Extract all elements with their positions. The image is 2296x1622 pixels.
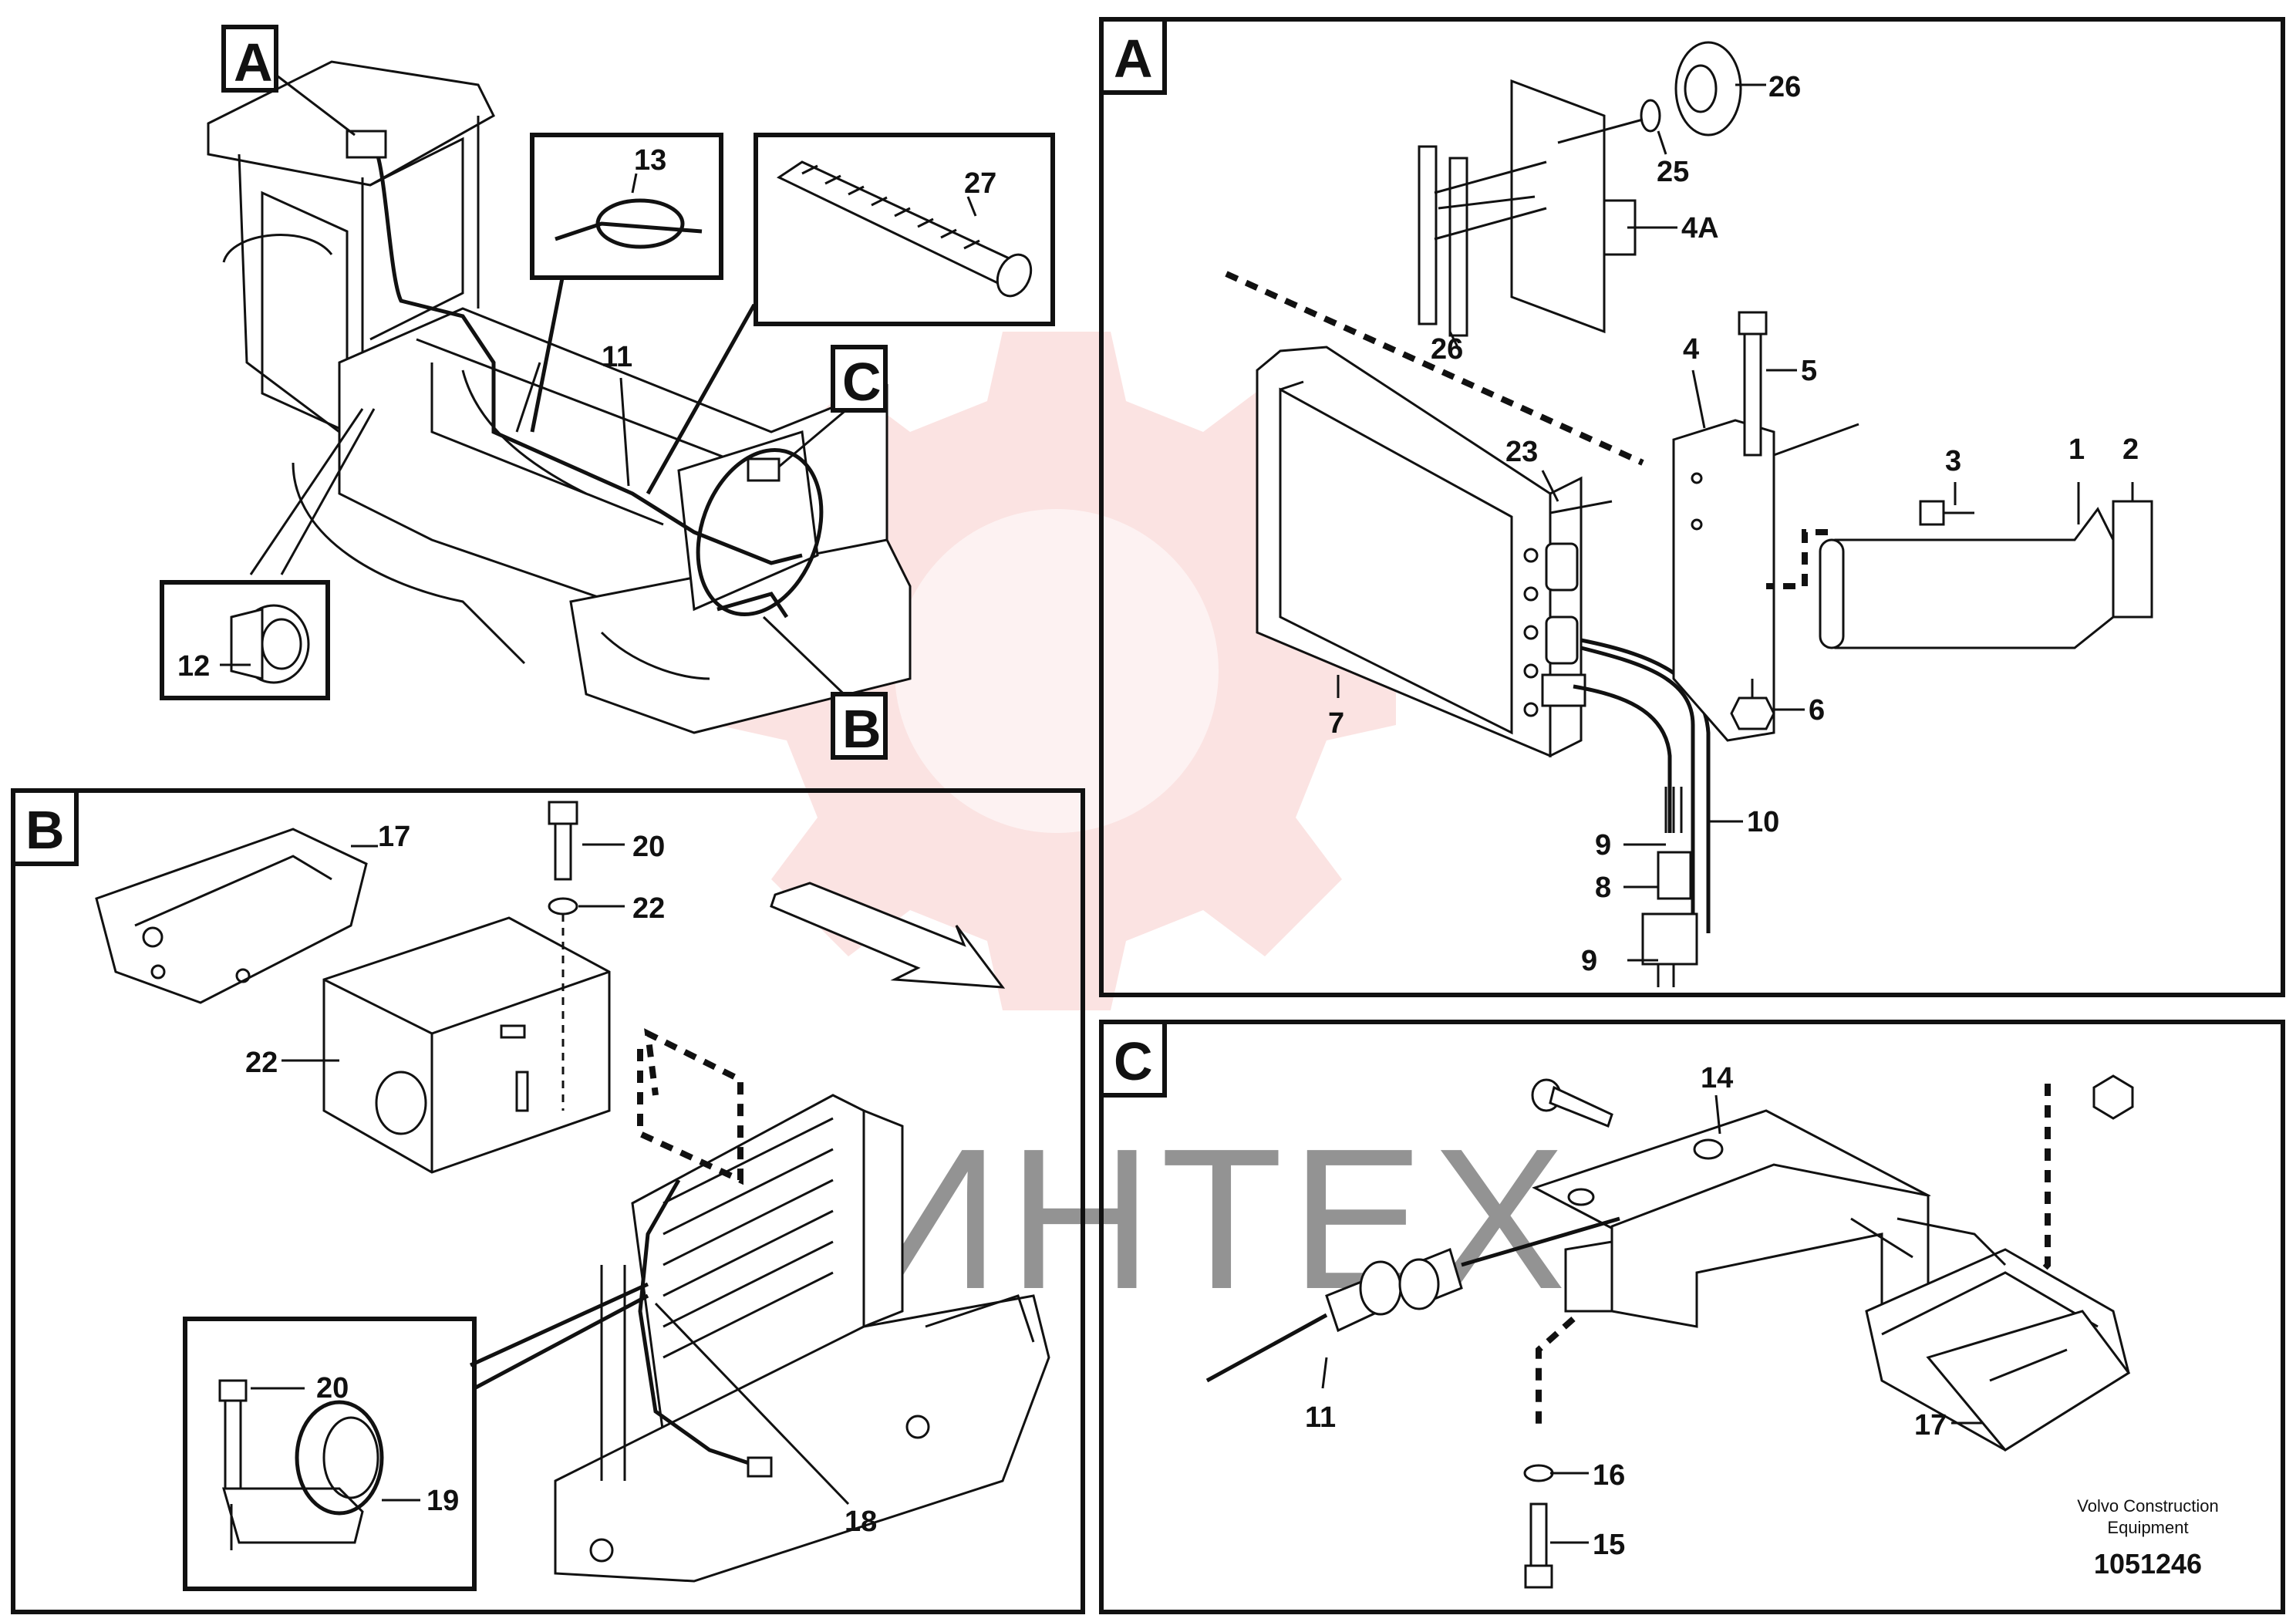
callout-17-panel-b: 17 <box>378 821 410 853</box>
machine-cab <box>207 60 495 463</box>
callout-4a: 4A <box>1681 212 1719 244</box>
screw-3 <box>1919 500 1974 526</box>
radiator-guard <box>677 430 824 617</box>
direction-arrow <box>770 882 1006 989</box>
callout-22: 22 <box>245 1047 278 1079</box>
panel-c-label-box <box>1099 1020 1167 1098</box>
nut-6 <box>1730 696 1775 730</box>
washer-16 <box>1523 1464 1554 1482</box>
bolt-20-detail <box>218 1379 248 1490</box>
bracket-14 <box>1532 1109 1931 1344</box>
overview-marker-a <box>346 130 387 159</box>
callout-11-overview: 11 <box>602 341 632 373</box>
radiator-frame <box>554 1094 1050 1583</box>
view-label-a: A <box>234 32 273 93</box>
connector-housing <box>1657 851 1692 900</box>
callout-20-detail: 20 <box>316 1372 349 1404</box>
credit-line-1: Volvo Construction <box>2077 1496 2218 1516</box>
panel-a-label-box <box>1099 17 1167 95</box>
mounting-bracket <box>1672 419 1775 742</box>
bolt-20 <box>548 801 578 881</box>
rubber-pad <box>2112 500 2153 619</box>
callout-3: 3 <box>1945 445 1961 477</box>
cable-connector-11 <box>1205 1216 1620 1383</box>
panel-b-illustration: 17 20 22 22 20 19 18 <box>95 801 1050 1591</box>
document-number: 1051246 <box>2094 1548 2202 1580</box>
support-arm <box>1834 507 2115 649</box>
panel-b-label: B <box>25 800 65 860</box>
knob-25 <box>1674 41 1742 137</box>
view-label-b: B <box>842 699 882 759</box>
panel-c-label: C <box>1114 1031 1153 1091</box>
callout-15: 15 <box>1593 1529 1625 1561</box>
callout-21: 22 <box>632 892 665 925</box>
cover-22 <box>322 916 611 1174</box>
credit-line-2: Equipment <box>2107 1518 2188 1537</box>
panel-b-label-box <box>11 788 79 866</box>
cable-tie <box>555 173 703 249</box>
callout-16: 16 <box>1593 1459 1625 1492</box>
callout-8: 8 <box>1595 872 1611 904</box>
sensor-17-panel-c <box>1865 1248 2131 1452</box>
tape-strip-1 <box>1418 145 1438 325</box>
callout-2: 2 <box>2122 433 2139 466</box>
nut-top <box>2092 1074 2134 1120</box>
washer-21 <box>548 897 578 916</box>
panel-a-label: A <box>1114 29 1153 89</box>
overview-marker-b <box>716 592 789 619</box>
watermark-text: ИНТЕХ <box>856 1108 1573 1331</box>
bolt-5 <box>1738 311 1768 457</box>
callout-24: 25 <box>1657 156 1689 188</box>
washer-24 <box>1640 99 1661 133</box>
cable-tie-detail-box <box>530 133 723 280</box>
tape-strip-2 <box>1448 157 1468 337</box>
callout-26: 26 <box>1431 333 1463 366</box>
visor-plate <box>1510 79 1606 334</box>
panel-b-frame <box>11 788 1085 1614</box>
callout-17-panel-c: 17 <box>1914 1409 1947 1442</box>
display-unit <box>1256 346 1586 758</box>
overview-marker-c <box>747 457 781 482</box>
callout-19: 19 <box>426 1485 459 1517</box>
callout-4: 4 <box>1683 333 1699 366</box>
callout-6: 6 <box>1809 694 1825 727</box>
harness-route <box>372 145 803 565</box>
view-label-c-box <box>831 345 888 413</box>
panel-c-frame <box>1099 1020 2285 1614</box>
callout-7: 7 <box>1328 707 1344 740</box>
sensor-17 <box>95 828 368 1004</box>
relay <box>1641 912 1698 966</box>
overview-illustration: A C B 13 27 11 12 <box>160 25 1055 760</box>
view-label-c: C <box>842 352 882 412</box>
panel-a-frame <box>1099 17 2285 997</box>
callout-14: 14 <box>1701 1062 1733 1094</box>
callout-1: 1 <box>2068 433 2085 466</box>
bolt-15 <box>1524 1502 1553 1589</box>
panel-a-illustration: 26 25 4A 26 4 5 23 3 1 2 7 6 10 9 8 9 <box>1225 41 2153 987</box>
callout-13: 13 <box>634 144 666 177</box>
callout-5: 5 <box>1801 355 1817 387</box>
callout-11-panel-a: 10 <box>1747 806 1779 838</box>
callout-10: 9 <box>1581 945 1597 977</box>
corrugated-conduit <box>776 160 1033 298</box>
callout-12: 12 <box>177 650 210 683</box>
callout-11-panel-c: 11 <box>1305 1401 1336 1434</box>
view-label-b-box <box>831 692 888 760</box>
view-label-a-box <box>221 25 278 93</box>
bolt-14 <box>1531 1078 1613 1128</box>
callout-27: 27 <box>964 167 996 200</box>
callout-18: 18 <box>845 1506 877 1538</box>
panel-c-illustration: 14 11 16 15 17 <box>1205 1062 2134 1589</box>
rubber-grommet <box>230 604 310 684</box>
callout-23: 23 <box>1505 436 1538 468</box>
callout-20-panel-b: 20 <box>632 831 665 863</box>
callout-25: 26 <box>1768 71 1801 103</box>
callout-9: 9 <box>1595 829 1611 862</box>
clamp-19 <box>222 1400 384 1550</box>
